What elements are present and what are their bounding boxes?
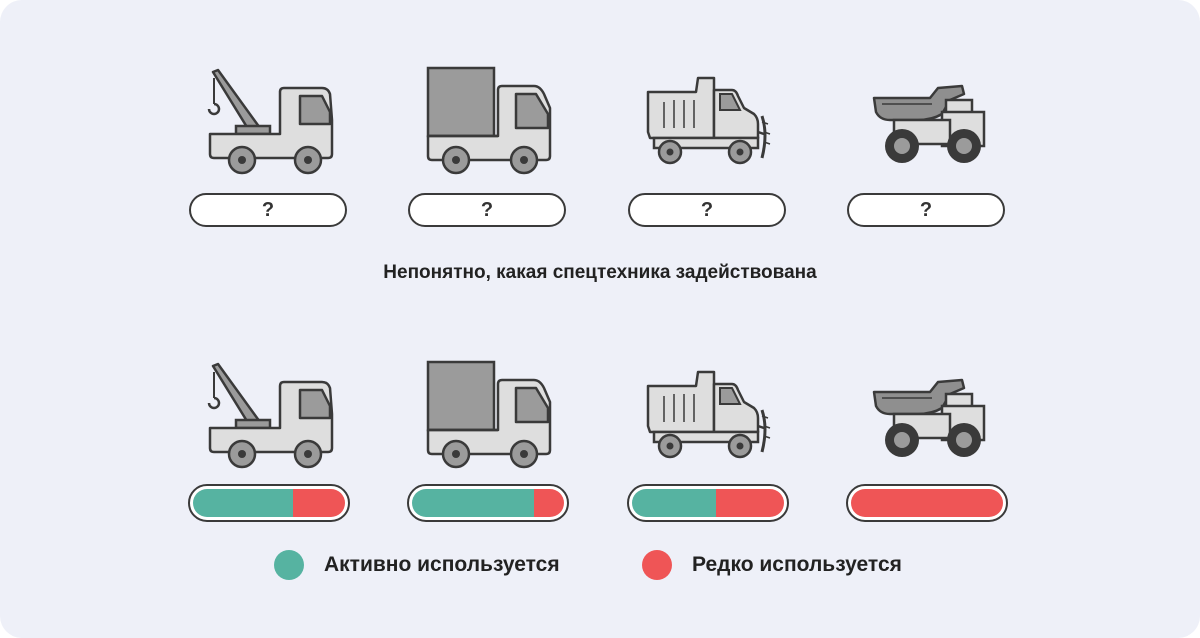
legend-rare-label: Редко используется xyxy=(692,553,902,576)
top-caption: Непонятно, какая спецтехника задействова… xyxy=(383,262,817,283)
rare-dot-icon xyxy=(642,550,672,580)
snowplow-dump-truck-icon xyxy=(628,356,788,476)
usage-bar xyxy=(188,484,350,522)
box-truck-icon xyxy=(408,62,568,182)
usage-bar-track xyxy=(193,489,345,517)
usage-active-segment xyxy=(412,489,534,517)
unknown-label-pill: ? xyxy=(628,193,786,227)
usage-rare-segment xyxy=(533,489,564,517)
legend-active: Активно используется xyxy=(274,550,560,580)
usage-bar xyxy=(846,484,1008,522)
usage-bar xyxy=(627,484,789,522)
active-dot-icon xyxy=(274,550,304,580)
mining-dump-truck-icon xyxy=(846,62,1006,182)
usage-bar-track xyxy=(632,489,784,517)
snowplow-dump-truck-icon xyxy=(628,62,788,182)
unknown-label-pill: ? xyxy=(189,193,347,227)
unknown-label-pill: ? xyxy=(408,193,566,227)
legend-rare: Редко используется xyxy=(642,550,902,580)
tow-truck-icon xyxy=(190,62,350,182)
usage-active-segment xyxy=(632,489,716,517)
usage-bar xyxy=(407,484,569,522)
legend-active-label: Активно используется xyxy=(324,553,560,576)
usage-active-segment xyxy=(193,489,294,517)
usage-rare-segment xyxy=(715,489,784,517)
usage-rare-segment xyxy=(293,489,345,517)
usage-bar-track xyxy=(851,489,1003,517)
mining-dump-truck-icon xyxy=(846,356,1006,476)
unknown-label-pill: ? xyxy=(847,193,1005,227)
usage-rare-segment xyxy=(851,489,1003,517)
usage-bar-track xyxy=(412,489,564,517)
tow-truck-icon xyxy=(190,356,350,476)
box-truck-icon xyxy=(408,356,568,476)
